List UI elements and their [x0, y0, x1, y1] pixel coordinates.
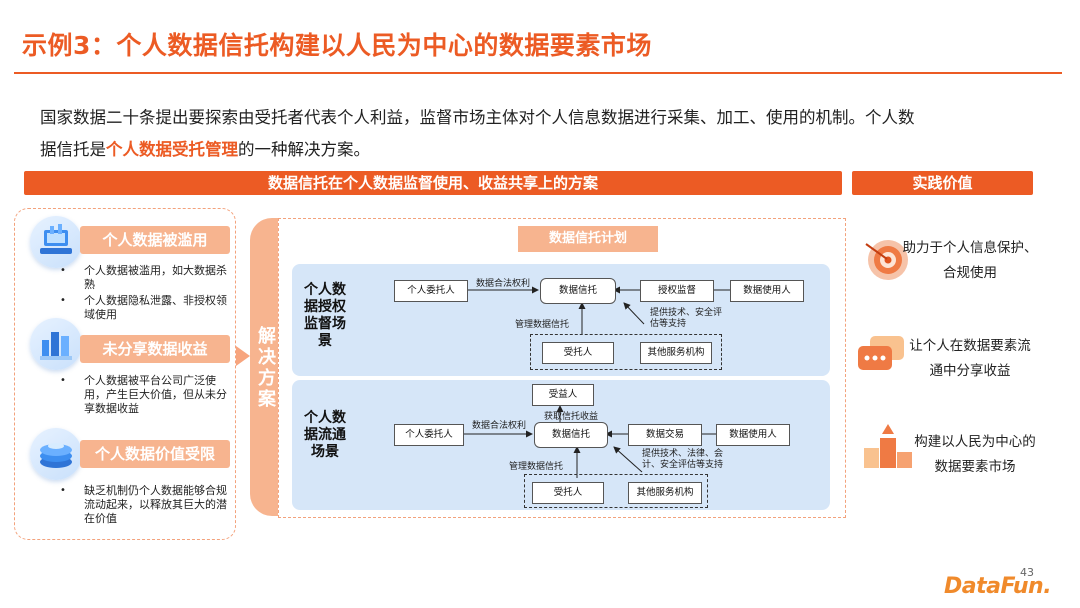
value-1: 助力于个人信息保护、 合规使用 — [900, 236, 1040, 286]
arrow-right-icon — [236, 346, 250, 366]
node-user: 数据使用人 — [730, 280, 804, 302]
problem-panel — [14, 208, 236, 540]
scene-2-arrows — [454, 405, 716, 478]
buildings-chart-icon — [30, 318, 82, 370]
target-icon — [862, 236, 910, 282]
value-2-line-1: 让个人在数据要素流 — [909, 338, 1031, 354]
problem-bullets-1: 个人数据被滥用，如大数据杀熟 个人数据隐私泄露、非授权领域使用 — [56, 264, 232, 324]
node-principal: 个人委托人 — [394, 280, 468, 302]
page-title: 示例3：个人数据信托构建以人民为中心的数据要素市场 — [22, 31, 652, 60]
edge-label-income: 获取信托收益 — [544, 412, 599, 422]
solution-label: 解决方案 — [258, 326, 276, 410]
node-trust: 数据信托 — [540, 278, 616, 304]
value-3-line-1: 构建以人民为中心的 — [914, 434, 1036, 450]
node-trade: 数据交易 — [628, 424, 702, 446]
edge-label-manage: 管理数据信托 — [515, 320, 570, 330]
scene-2-label: 个人数据流通场景 — [304, 410, 346, 460]
scene-1-service-group — [530, 334, 722, 370]
datafun-logo: DataFun. — [944, 574, 1052, 599]
intro-text: 据信托是 — [40, 140, 106, 159]
value-2-line-2: 通中分享收益 — [929, 363, 1011, 379]
plan-title: 数据信托计划 — [518, 226, 658, 252]
edge-label-rights-2: 数据合法权利 — [472, 421, 527, 431]
title-divider — [14, 72, 1062, 74]
value-1-line-2: 合规使用 — [943, 265, 997, 281]
scene-1-label: 个人数据授权监督场景 — [304, 282, 346, 349]
list-item: 个人数据被滥用，如大数据杀熟 — [56, 264, 232, 292]
value-3: 构建以人民为中心的 数据要素市场 — [910, 430, 1040, 480]
edge-label-support-2: 提供技术、法律、会计、安全评估等支持 — [642, 449, 724, 470]
edge-label-manage-2: 管理数据信托 — [509, 462, 564, 472]
node-trustee: 受托人 — [542, 342, 614, 364]
scene-1-arrows — [454, 286, 730, 334]
node-beneficiary: 受益人 — [532, 384, 594, 406]
problem-label-3: 个人数据价值受限 — [80, 440, 230, 468]
node-user-2: 数据使用人 — [716, 424, 790, 446]
problem-label-2: 未分享数据收益 — [80, 335, 230, 363]
intro-line-2: 据信托是个人数据受托管理的一种解决方案。 — [40, 136, 370, 160]
scene-2-service-group — [524, 474, 708, 508]
value-banner: 实践价值 — [852, 171, 1033, 195]
list-item: 缺乏机制仍个人数据能够合规流动起来，以释放其巨大的潜在价值 — [56, 484, 232, 526]
intro-highlight: 个人数据受托管理 — [106, 140, 238, 159]
podium-icon — [862, 420, 914, 470]
problem-label-1: 个人数据被滥用 — [80, 226, 230, 254]
intro-text-end: 的一种解决方案。 — [238, 140, 370, 159]
chat-bubbles-icon — [856, 332, 908, 376]
value-1-line-1: 助力于个人信息保护、 — [902, 240, 1038, 256]
node-other-services: 其他服务机构 — [640, 342, 712, 364]
data-platform-icon — [30, 216, 82, 268]
value-3-line-2: 数据要素市场 — [934, 459, 1016, 475]
node-other-services-2: 其他服务机构 — [628, 482, 702, 504]
intro-line-1: 国家数据二十条提出要探索由受托者代表个人利益，监督市场主体对个人信息数据进行采集… — [40, 108, 915, 127]
value-2: 让个人在数据要素流 通中分享收益 — [906, 334, 1034, 384]
page-number: 43 — [1020, 566, 1034, 579]
solution-banner: 数据信托在个人数据监督使用、收益共享上的方案 — [24, 171, 842, 195]
list-item: 个人数据隐私泄露、非授权领域使用 — [56, 294, 232, 322]
list-item: 个人数据被平台公司广泛使用，产生巨大价值，但从未分享数据收益 — [56, 374, 232, 416]
edge-label-rights: 数据合法权利 — [476, 279, 531, 289]
node-trust-2: 数据信托 — [534, 422, 608, 448]
edge-label-support: 提供技术、安全评估等支持 — [650, 308, 723, 329]
problem-bullets-3: 缺乏机制仍个人数据能够合规流动起来，以释放其巨大的潜在价值 — [56, 484, 232, 528]
node-trustee-2: 受托人 — [532, 482, 604, 504]
problem-bullets-2: 个人数据被平台公司广泛使用，产生巨大价值，但从未分享数据收益 — [56, 374, 232, 418]
node-auth: 授权监督 — [640, 280, 714, 302]
database-stack-icon — [30, 428, 82, 480]
node-principal-2: 个人委托人 — [394, 424, 464, 446]
